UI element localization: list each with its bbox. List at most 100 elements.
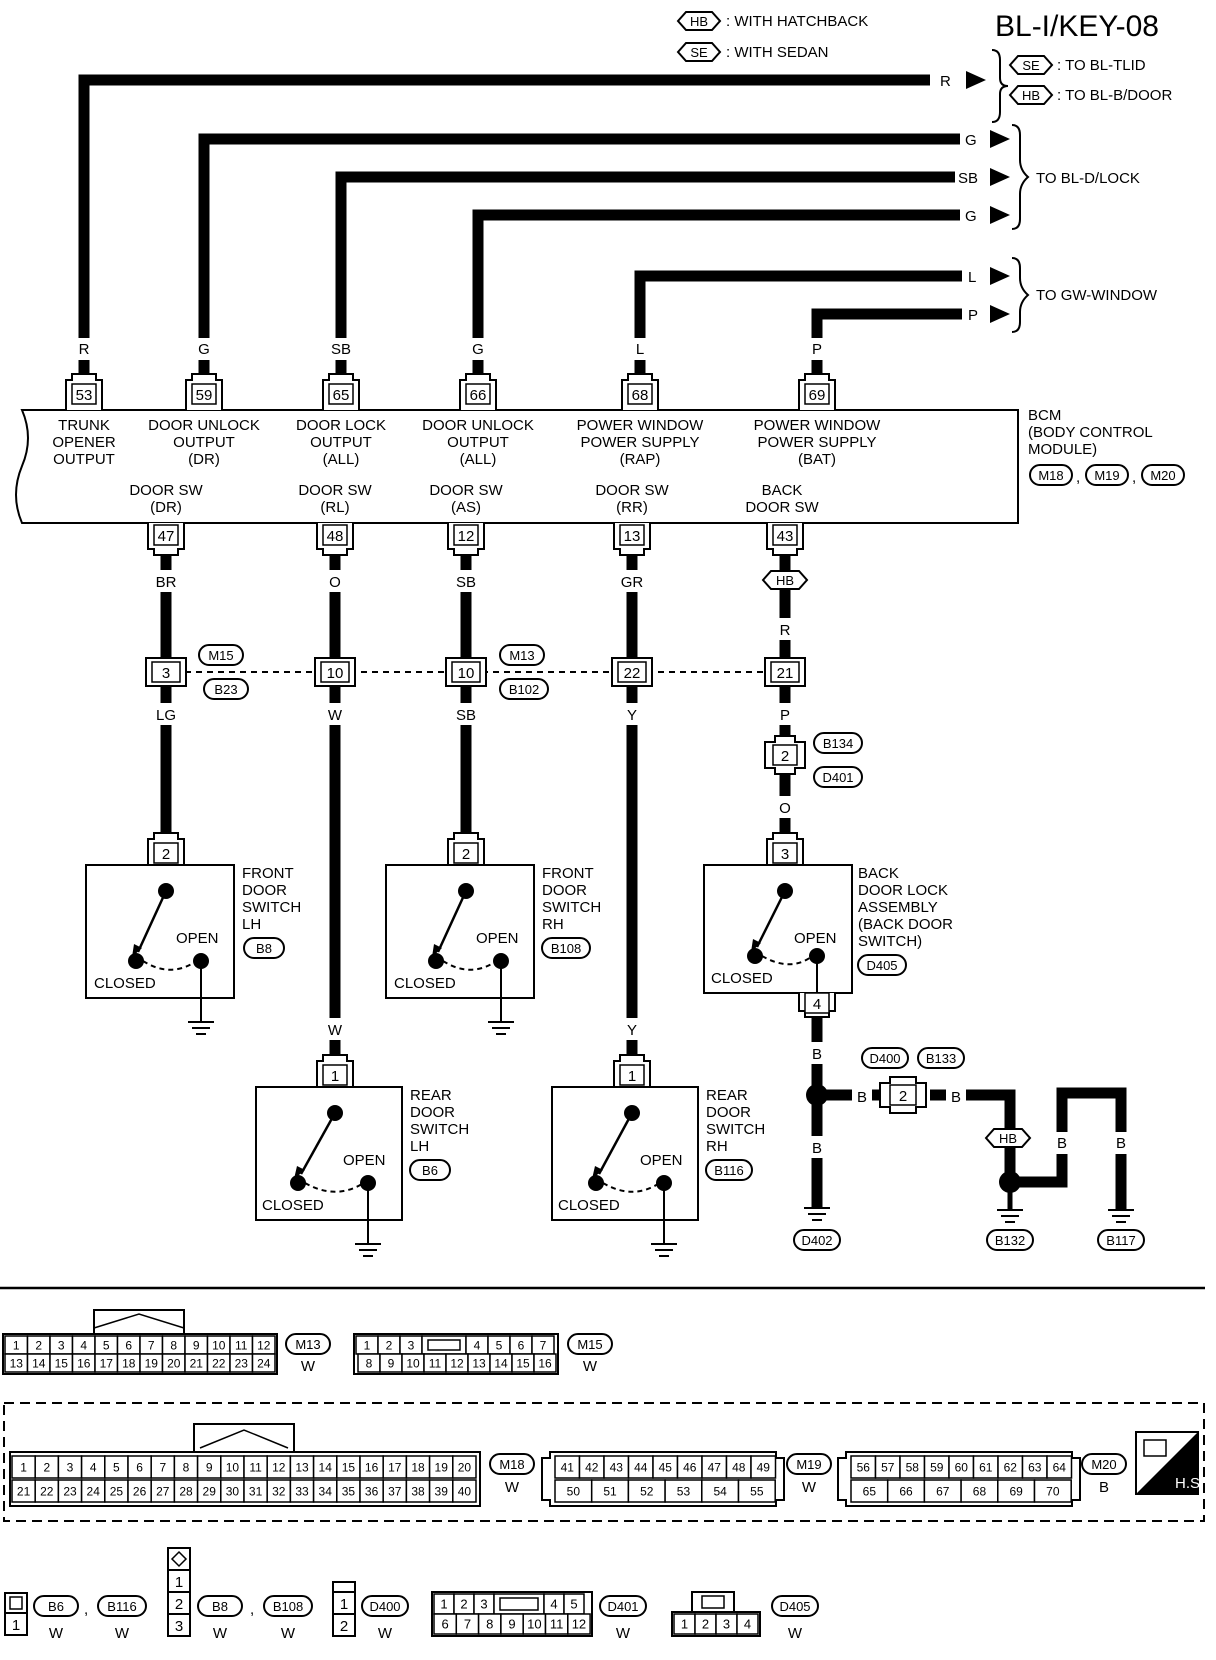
svg-text:HB: HB [690,14,708,29]
svg-text:CLOSED: CLOSED [394,975,456,992]
svg-text:B108: B108 [273,1599,303,1614]
svg-text:W: W [213,1625,228,1642]
connector-cavity [1046,1455,1073,1479]
connector-pin-number: 15 [342,1460,356,1474]
svg-text:R: R [79,341,90,358]
svg-text:21: 21 [777,665,794,682]
svg-text:FRONT: FRONT [242,865,294,882]
svg-text:,: , [1132,469,1136,486]
connector-pin-number: 9 [206,1460,213,1474]
svg-text:G: G [472,341,484,358]
svg-text:W: W [49,1625,64,1642]
connector-pin-number: 4 [474,1338,481,1352]
hb-tag-icon [761,570,809,590]
svg-text:SE: SE [690,45,708,60]
svg-text:W: W [378,1625,393,1642]
svg-text:B: B [1116,1135,1126,1152]
svg-text:M13: M13 [295,1337,320,1352]
connector-pin-number: 20 [458,1460,472,1474]
connector-pin-number: 3 [723,1617,730,1632]
connector-pin-number: 18 [122,1356,136,1370]
svg-text:DOOR: DOOR [242,882,287,899]
svg-text:59: 59 [196,387,213,404]
connector-cavity [533,1353,557,1373]
svg-text:DOOR: DOOR [410,1104,455,1121]
svg-text:MODULE): MODULE) [1028,441,1097,458]
svg-text:W: W [328,707,343,724]
connector-pin-number: 13 [472,1356,486,1370]
svg-text:(ALL): (ALL) [460,451,497,468]
svg-text:SB: SB [958,170,978,187]
connector-pin-number: 43 [610,1460,624,1474]
connector-pin-number: 3 [67,1460,74,1474]
connector-pin-number: 29 [203,1484,217,1498]
svg-text:LH: LH [242,916,261,933]
connector-pin-number: 5 [496,1338,503,1352]
svg-text:DOOR: DOOR [542,882,587,899]
svg-text:HB: HB [776,573,794,588]
connector-pin-number: 17 [388,1460,402,1474]
connector-pin-number: 48 [732,1460,746,1474]
connector-pin-number: 10 [226,1460,240,1474]
connector-pin-number: 5 [113,1460,120,1474]
svg-text:B: B [812,1046,822,1063]
svg-text:M13: M13 [509,648,534,663]
connector-pin-number: 26 [133,1484,147,1498]
svg-text:(BACK DOOR: (BACK DOOR [858,916,953,933]
svg-text:W: W [328,1022,343,1039]
connector-pin-number: 70 [1046,1484,1060,1498]
lock-key-icon [170,1550,188,1568]
destination-bdoor: HB : TO BL-B/DOOR [1008,85,1172,105]
ground-network: 2 D400 B133 HB D402 B132 B117 [793,1047,1145,1251]
svg-text:R: R [780,622,791,639]
bcm-top-pins: 53 59 65 66 68 69 [65,373,836,410]
svg-text:3: 3 [175,1618,183,1635]
svg-text:B23: B23 [214,682,237,697]
bcm-label: BCM (BODY CONTROL MODULE) M18 , M19 , M2… [1028,407,1185,486]
connector-pin-number: 1 [13,1338,20,1352]
connector-pin-number: 2 [43,1460,50,1474]
svg-text:B8: B8 [212,1599,228,1614]
svg-text:POWER WINDOW: POWER WINDOW [754,417,881,434]
bcm-bottom-pins: 47 48 12 13 43 [147,523,804,556]
arrow-icons [966,71,1010,323]
svg-text:D401: D401 [822,770,853,785]
destination-gw: TO GW-WINDOW [1011,257,1158,333]
svg-text:W: W [583,1358,598,1375]
connector-pin-number: 68 [973,1484,987,1498]
svg-text:P: P [812,341,822,358]
svg-text:GR: GR [621,574,644,591]
connector-pin-number: 6 [518,1338,525,1352]
connector-pin-number: 9 [508,1617,515,1632]
se-tag-icon [1008,55,1054,75]
connector-pin-number: 30 [226,1484,240,1498]
connector-pin-number: 8 [183,1460,190,1474]
connector-pin-number: 9 [388,1356,395,1370]
legend-hb: HB : WITH HATCHBACK [676,11,868,31]
connector-pin-number: 54 [713,1484,727,1498]
svg-text:BR: BR [156,574,177,591]
connector-pin-number: 13 [10,1356,24,1370]
connector-pin-number: 59 [930,1460,944,1474]
svg-text:REAR: REAR [410,1087,452,1104]
svg-text:M18: M18 [499,1457,524,1472]
connector-pin-number: 9 [193,1338,200,1352]
hb-branch-tag: HB [761,570,809,590]
connector-cavity [1033,1479,1072,1503]
rear-door-switch-lh: 1 OPEN CLOSED REAR DOOR SWITCH LH B6 [255,1054,469,1257]
connector-pin-number: 2 [702,1617,709,1632]
svg-text:BCM: BCM [1028,407,1061,424]
connector-pin-number: 14 [32,1356,46,1370]
svg-text:: WITH SEDAN: : WITH SEDAN [726,44,829,61]
connector-pin-number: 4 [744,1617,751,1632]
bcm-module [15,409,1019,524]
connector-b6-b116: 1 B6 W , B116 W [4,1592,147,1642]
connector-pin-number: 23 [63,1484,77,1498]
svg-text:M20: M20 [1091,1457,1116,1472]
svg-text:(RR): (RR) [616,499,648,516]
connector-pin-number: 46 [683,1460,697,1474]
svg-text:DOOR SW: DOOR SW [745,499,819,516]
connector-pin-number: 60 [955,1460,969,1474]
connector-pin-number: 42 [585,1460,599,1474]
svg-text:B108: B108 [551,941,581,956]
